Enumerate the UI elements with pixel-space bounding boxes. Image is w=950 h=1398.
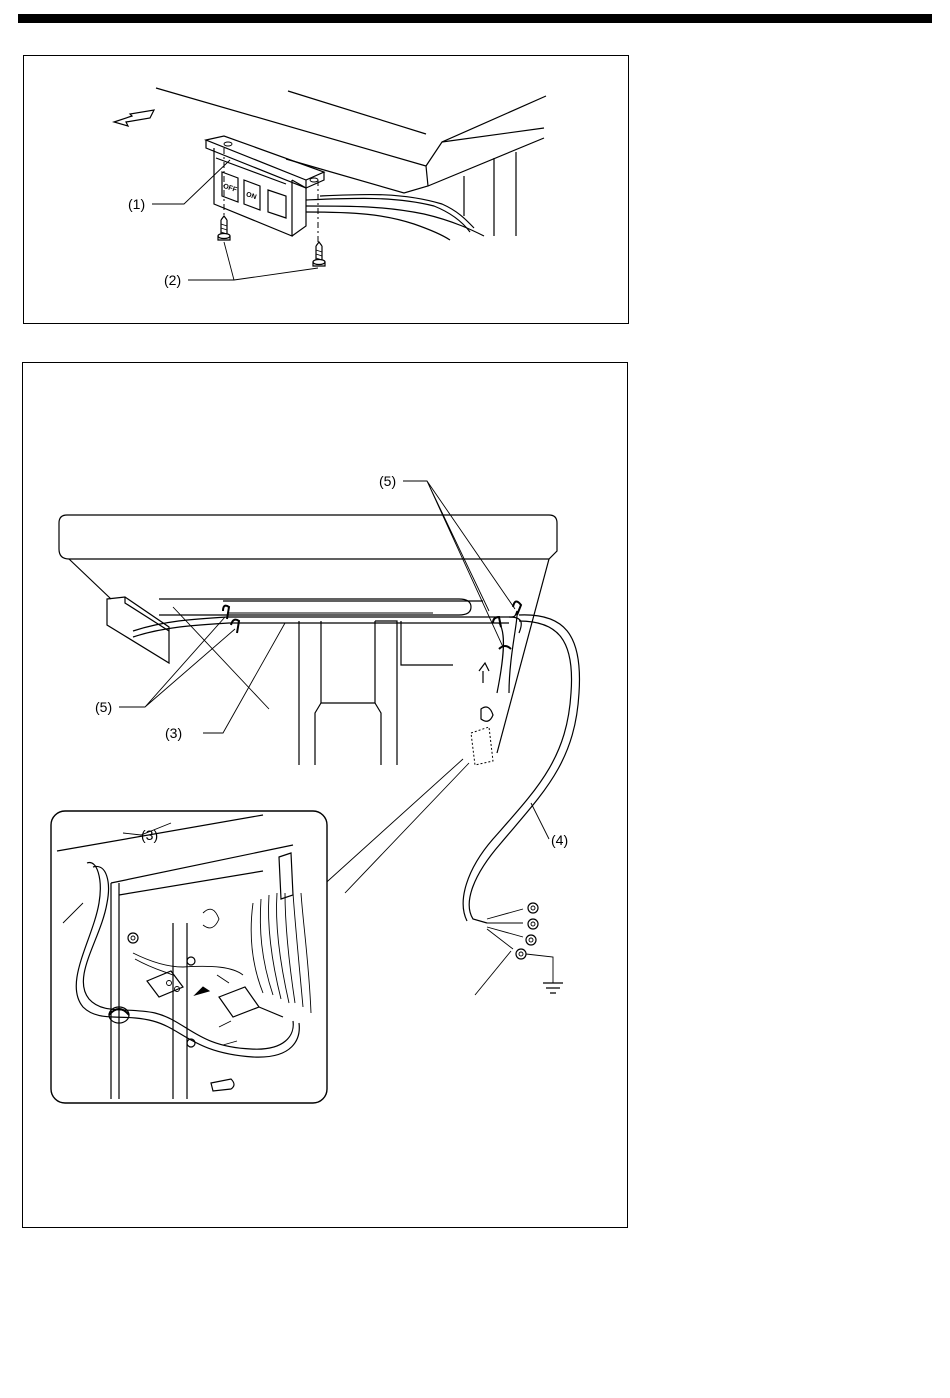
direction-arrow-icon bbox=[114, 110, 154, 126]
hanging-connector bbox=[471, 727, 493, 765]
leader-4 bbox=[531, 803, 549, 839]
label-screws: (2) bbox=[164, 272, 181, 288]
power-cord-4 bbox=[469, 615, 579, 923]
indicator-window bbox=[268, 190, 286, 218]
leader-3 bbox=[203, 623, 285, 733]
figure-1-illustration: OFF ON (1) (2 bbox=[24, 56, 630, 325]
cord-terminals bbox=[487, 903, 553, 983]
on-button: ON bbox=[244, 180, 260, 210]
on-button-label: ON bbox=[245, 191, 257, 201]
cable-clip-top-3 bbox=[499, 646, 511, 649]
off-button-label: OFF bbox=[222, 183, 238, 194]
figure-2-panel: (5) (5) (3) (4) bbox=[22, 362, 628, 1228]
leader-detail bbox=[319, 759, 469, 893]
cable-3 bbox=[133, 617, 521, 633]
label-cable-detail: (3) bbox=[141, 827, 158, 843]
label-power-cord: (4) bbox=[551, 832, 568, 848]
label-clips-left: (5) bbox=[95, 699, 112, 715]
label-cable: (3) bbox=[165, 725, 182, 741]
switch-cables bbox=[306, 206, 484, 236]
page-header-bar bbox=[18, 14, 932, 23]
leader-2 bbox=[188, 242, 318, 280]
ground-symbol-icon bbox=[543, 983, 563, 993]
cable-clip-top-2 bbox=[493, 617, 501, 627]
leader-5-top bbox=[403, 481, 515, 647]
label-switch-box: (1) bbox=[128, 196, 145, 212]
table-top-outline bbox=[59, 515, 557, 559]
screw-left bbox=[218, 216, 230, 240]
figure-1-panel: OFF ON (1) (2 bbox=[23, 55, 629, 324]
detail-inset: (3) bbox=[51, 811, 327, 1103]
leader-1 bbox=[152, 160, 230, 204]
label-clips-top: (5) bbox=[379, 473, 396, 489]
table-top bbox=[156, 88, 428, 193]
figure-2-illustration: (5) (5) (3) (4) bbox=[23, 363, 629, 1229]
screw-right bbox=[313, 242, 325, 266]
